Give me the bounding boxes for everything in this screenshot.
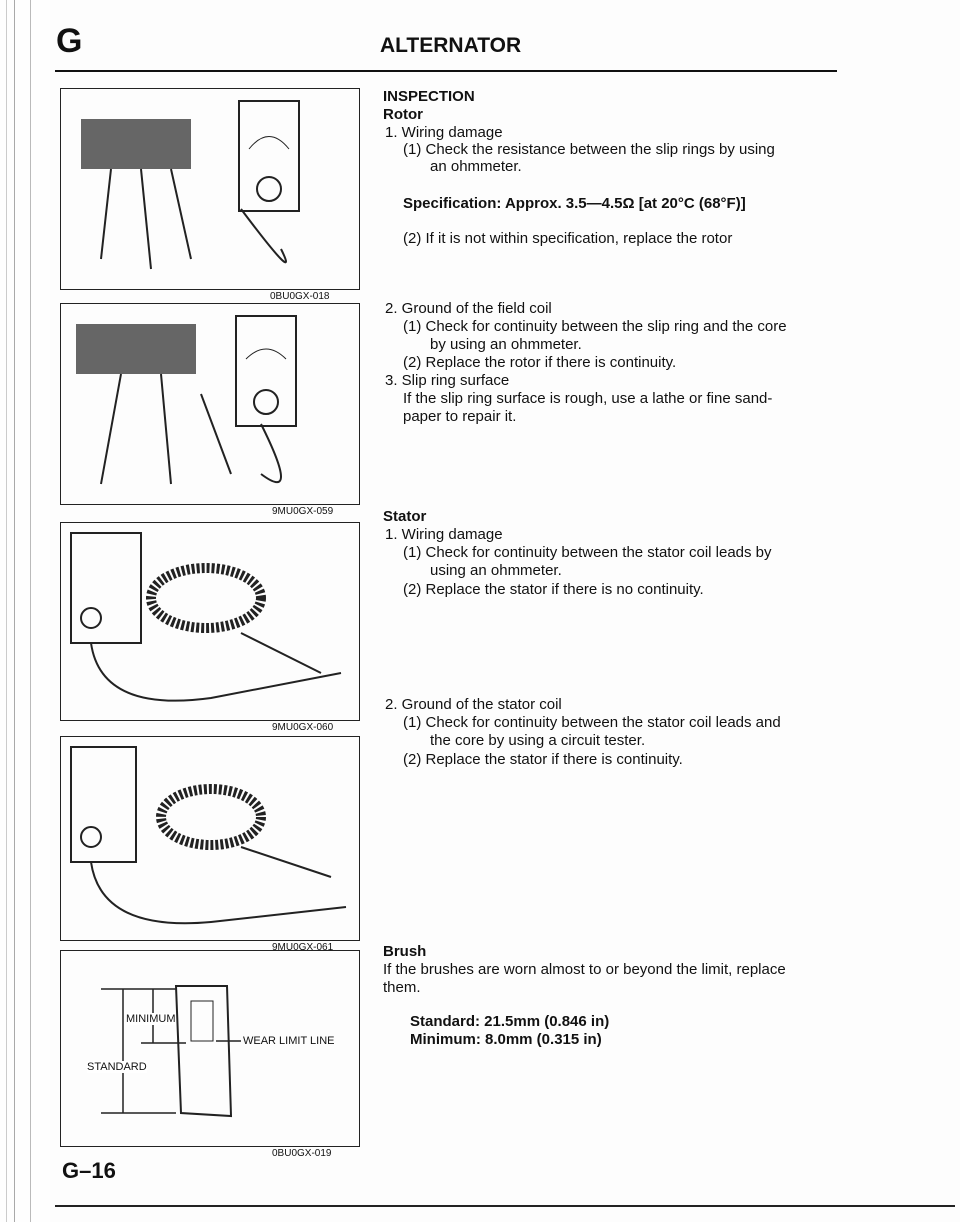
figure-rotor-ground [60,303,360,505]
footer-rule [55,1205,955,1207]
figure-code: 9MU0GX-061 [272,942,334,953]
brush-standard-spec: Standard: 21.5mm (0.846 in) [410,1013,610,1030]
brush-diagram [101,985,241,1118]
text-line: (2) Replace the stator if there is no co… [403,581,704,598]
figure-stator-ground [60,736,360,941]
text-line: (1) Check the resistance between the sli… [403,141,775,158]
text-line: 2. Ground of the stator coil [385,696,562,713]
minimum-label: MINIMUM [126,1013,176,1025]
text-line: If the brushes are worn almost to or bey… [383,961,786,978]
text-line: (2) Replace the rotor if there is contin… [403,354,677,371]
figure-code: 0BU0GX-018 [270,291,330,302]
scan-edge-artifact [0,0,50,1222]
figure-code: 9MU0GX-060 [272,722,334,733]
inspection-heading: INSPECTION [383,88,475,105]
text-line: using an ohmmeter. [430,562,562,579]
header-rule [55,70,837,72]
stator-heading: Stator [383,508,427,525]
text-line: (1) Check for continuity between the sta… [403,544,772,561]
standard-label: STANDARD [87,1061,147,1073]
text-line: an ohmmeter. [430,158,522,175]
specification: Specification: Approx. 3.5—4.5Ω [at 20°C… [403,195,746,212]
text-line: If the slip ring surface is rough, use a… [403,390,773,407]
wear-limit-label: WEAR LIMIT LINE [243,1035,335,1047]
text-line: the core by using a circuit tester. [430,732,646,749]
text-line: 3. Slip ring surface [385,372,510,389]
text-line: them. [383,979,421,996]
text-line: 2. Ground of the field coil [385,300,552,317]
page-title: ALTERNATOR [380,34,522,57]
figure-brush-wear: MINIMUM STANDARD WEAR LIMIT LINE [60,950,360,1147]
section-letter: G [56,22,83,60]
text-line: (2) If it is not within specification, r… [403,230,733,247]
text-line: 1. Wiring damage [385,124,503,141]
brush-heading: Brush [383,943,427,960]
figure-code: 9MU0GX-059 [272,506,334,517]
text-line: (1) Check for continuity between the sli… [403,318,787,335]
page-number: G–16 [62,1158,116,1183]
text-line: paper to repair it. [403,408,517,425]
text-line: 1. Wiring damage [385,526,503,543]
text-line: by using an ohmmeter. [430,336,582,353]
tester-stator-ground-illustration [70,746,347,925]
figure-stator-wiring [60,522,360,721]
ohmmeter-rotor-illustration [81,100,300,270]
figure-rotor-resistance [60,88,360,290]
text-line: (1) Check for continuity between the sta… [403,714,781,731]
tester-stator-illustration [70,532,342,702]
figure-code: 0BU0GX-019 [272,1148,332,1159]
text-line: (2) Replace the stator if there is conti… [403,751,683,768]
brush-minimum-spec: Minimum: 8.0mm (0.315 in) [410,1031,602,1048]
ohmmeter-rotor-ground-illustration [76,315,297,485]
rotor-heading: Rotor [383,106,423,123]
